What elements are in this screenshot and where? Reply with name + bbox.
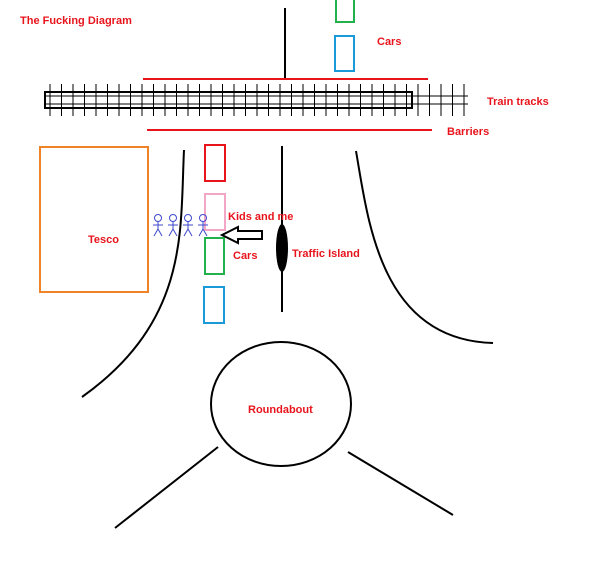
label-cars-top: Cars — [377, 36, 402, 48]
car-red — [204, 144, 226, 182]
traffic-island — [276, 224, 288, 272]
road-exit-right — [347, 451, 454, 516]
label-traffic-island: Traffic Island — [292, 248, 360, 260]
train-tracks — [44, 84, 468, 116]
diagram-title: The Fucking Diagram — [20, 15, 132, 27]
stick-figure — [183, 214, 193, 237]
stick-figure — [168, 214, 178, 237]
car-green-top — [335, 0, 355, 23]
road-edge-left — [81, 149, 185, 398]
car-blue — [203, 286, 225, 324]
track-rails — [44, 91, 413, 109]
road-exit-left — [114, 446, 219, 529]
track-sleepers — [49, 84, 465, 116]
road-edge-right — [355, 150, 494, 344]
label-barriers: Barriers — [447, 126, 490, 138]
car-blue-top — [334, 35, 355, 72]
tesco-building — [39, 146, 149, 293]
label-cars-bottom: Cars — [233, 250, 258, 262]
arrow-left-icon — [219, 225, 263, 245]
stick-figure — [153, 214, 163, 237]
label-tesco: Tesco — [88, 234, 119, 246]
stick-figures — [153, 214, 208, 237]
label-roundabout: Roundabout — [248, 404, 313, 416]
roundabout-circle — [210, 341, 352, 467]
car-green — [204, 237, 225, 275]
label-train-tracks: Train tracks — [487, 96, 549, 108]
car-pink — [204, 193, 226, 231]
label-kids-and-me: Kids and me — [228, 211, 294, 223]
stick-figure — [198, 214, 208, 237]
